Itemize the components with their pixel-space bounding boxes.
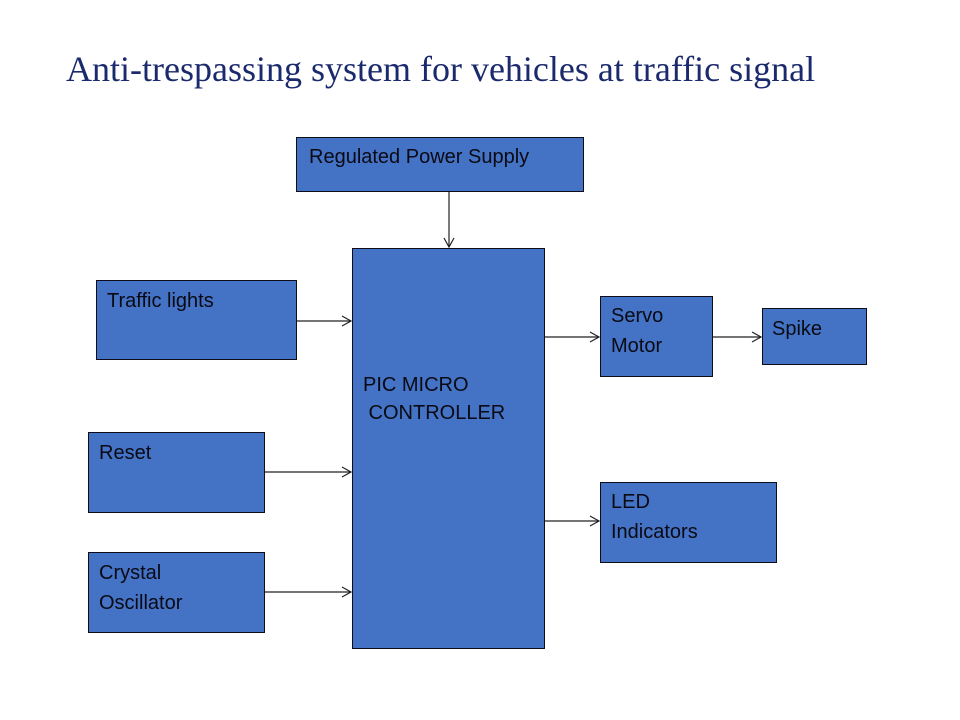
block-label: Traffic lights — [107, 290, 214, 312]
arrow-power-to-pic — [443, 192, 455, 249]
block-crystal-oscillator: Crystal Oscillator — [88, 552, 265, 633]
arrow-reset-to-pic — [265, 466, 353, 478]
block-traffic-lights: Traffic lights — [96, 280, 297, 360]
arrow-pic-to-servo — [545, 331, 601, 343]
block-spike: Spike — [762, 308, 867, 365]
arrow-crystal-to-pic — [265, 586, 353, 598]
block-label: Spike — [772, 318, 823, 340]
arrow-servo-to-spike — [713, 331, 763, 343]
block-regulated-power-supply: Regulated Power Supply — [296, 137, 584, 192]
block-label: LED Indicators — [611, 491, 698, 543]
slide-title: Anti-trespassing system for vehicles at … — [66, 49, 816, 89]
block-label-line1: PIC MICRO — [363, 374, 469, 396]
block-label: Servo Motor — [611, 305, 664, 357]
block-reset: Reset — [88, 432, 265, 513]
block-servo-motor: Servo Motor — [600, 296, 713, 377]
block-pic-microcontroller: PIC MICRO CONTROLLER — [352, 248, 545, 649]
block-led-indicators: LED Indicators — [600, 482, 777, 563]
block-label-line2: CONTROLLER — [363, 402, 506, 424]
arrow-traffic-to-pic — [297, 315, 353, 327]
block-label: Reset — [99, 442, 152, 464]
block-label: Regulated Power Supply — [309, 146, 530, 168]
block-label: Crystal Oscillator — [99, 562, 183, 614]
arrow-pic-to-led — [545, 515, 601, 527]
